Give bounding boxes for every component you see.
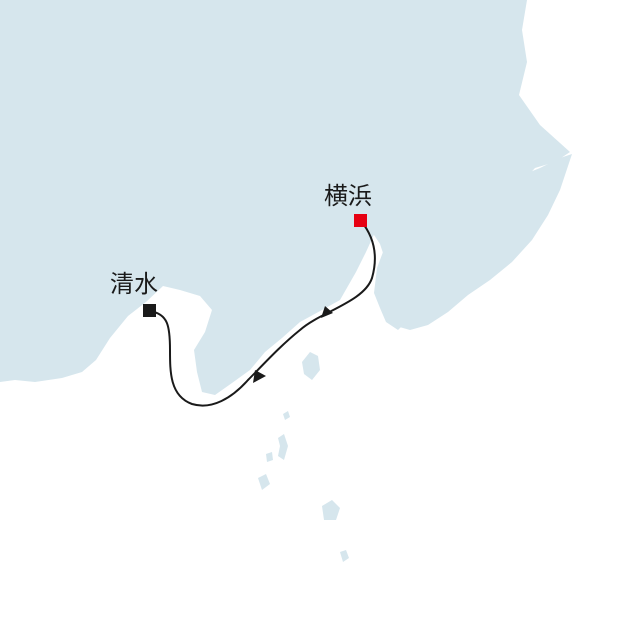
izu-peninsula	[204, 250, 330, 390]
shimizu-label: 清水	[110, 270, 158, 298]
route-direction-arrow	[321, 306, 333, 318]
island-shikinejima	[266, 452, 273, 462]
miura-peninsula	[366, 166, 436, 262]
island-toshima	[283, 411, 290, 420]
yokohama-port-marker	[354, 214, 367, 227]
shimizu-port-marker	[143, 304, 156, 317]
island-niijima	[278, 434, 288, 460]
mainland	[0, 0, 570, 395]
island-oshima	[302, 352, 320, 380]
island-mikurajima	[340, 550, 349, 562]
route-direction-arrow	[253, 370, 266, 383]
island-kozushima	[258, 474, 270, 490]
yokohama-label: 横浜	[324, 182, 372, 210]
island-miyakejima	[322, 500, 340, 520]
boso-peninsula	[392, 154, 572, 330]
cruise-route-line	[149, 220, 376, 407]
